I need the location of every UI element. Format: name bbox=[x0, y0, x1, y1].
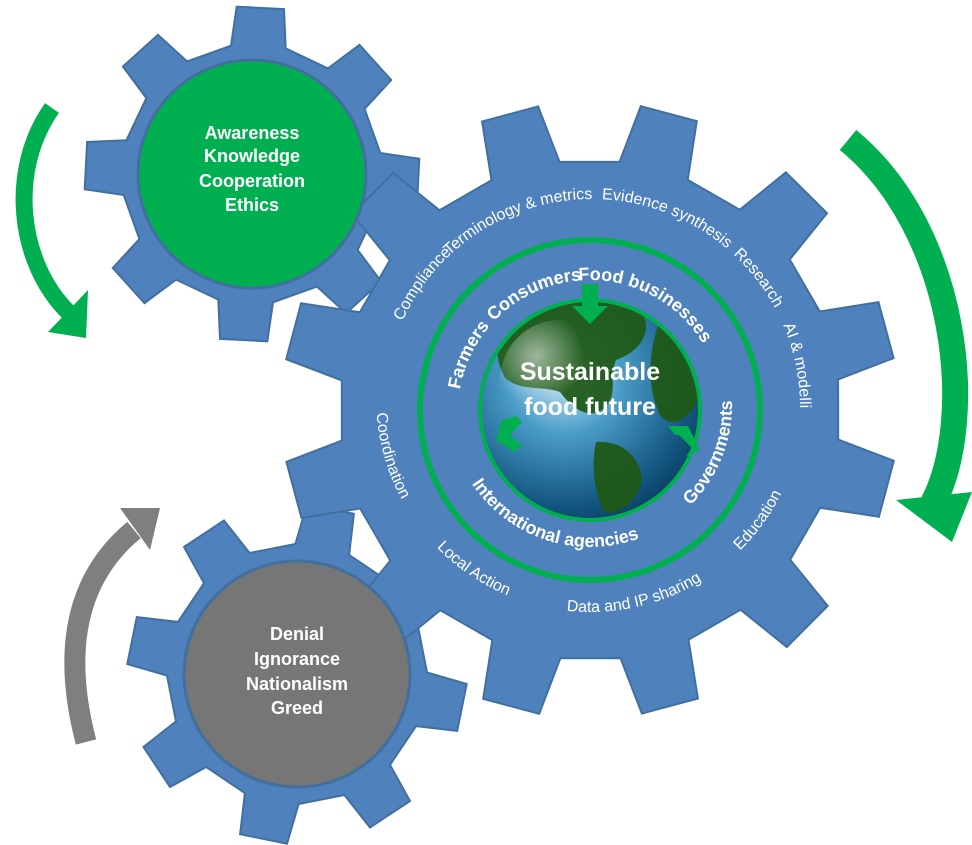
curved-arrow-down-right bbox=[839, 129, 972, 542]
center-title: Sustainable bbox=[520, 358, 660, 386]
negative-value: Greed bbox=[271, 698, 323, 718]
positive-value: Ethics bbox=[225, 195, 279, 215]
curved-arrow-down-left bbox=[15, 103, 88, 338]
stakeholder-ring-border bbox=[417, 237, 763, 583]
arrow-down bbox=[572, 284, 608, 324]
arrow-up-left bbox=[496, 416, 522, 452]
center-title: food future bbox=[524, 393, 656, 421]
negative-value: Ignorance bbox=[254, 649, 340, 669]
positive-value: Knowledge bbox=[204, 146, 300, 166]
negative-value: Nationalism bbox=[246, 674, 348, 694]
positive-value: Awareness bbox=[205, 123, 300, 143]
negative-values-hub bbox=[182, 559, 412, 789]
curved-arrow-up bbox=[64, 508, 160, 745]
negative-values-list: Denial Ignorance Nationalism Greed bbox=[246, 624, 348, 718]
positive-value: Cooperation bbox=[199, 171, 305, 191]
negative-value: Denial bbox=[270, 624, 324, 644]
positive-values-hub bbox=[136, 58, 368, 290]
positive-values-list: Awareness Knowledge Cooperation Ethics bbox=[199, 123, 305, 215]
arrow-up-right bbox=[668, 426, 700, 456]
globe-icon bbox=[482, 302, 698, 518]
